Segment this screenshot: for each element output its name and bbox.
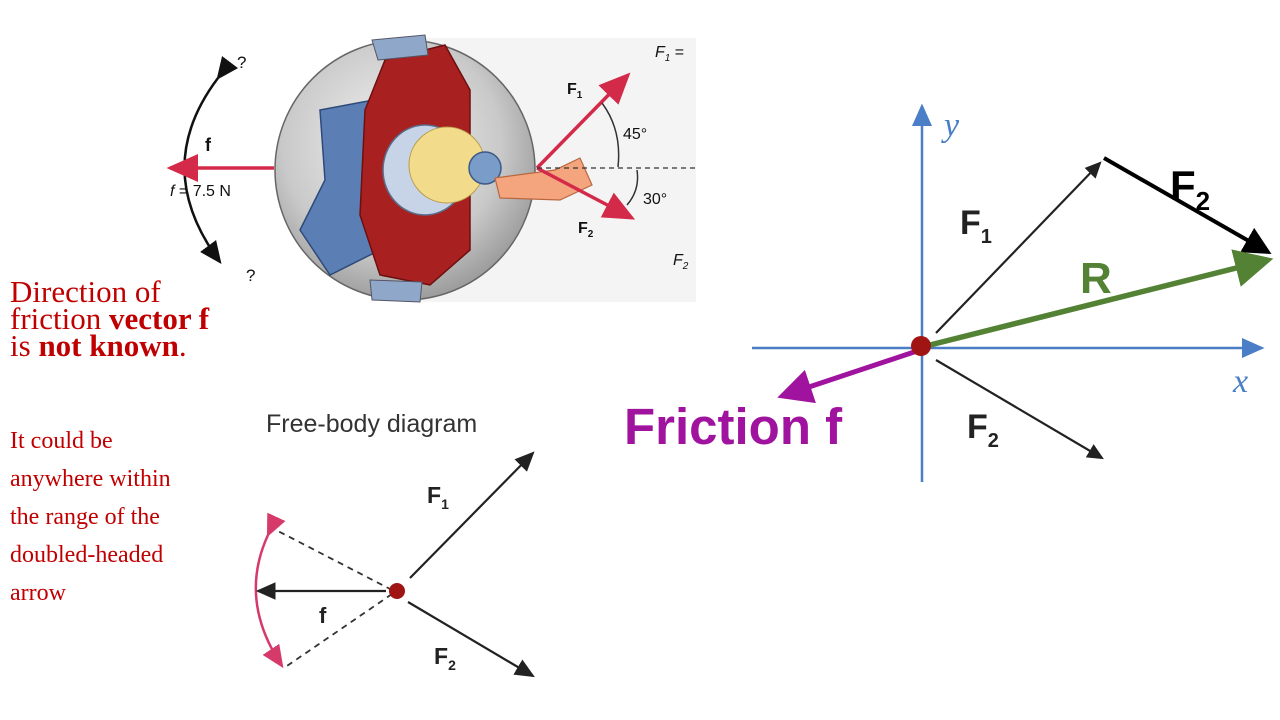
fbd-f-label: f bbox=[319, 603, 327, 628]
eq-f1-sub: 1 bbox=[665, 53, 671, 64]
f-value-rest: = 7.5 N bbox=[174, 183, 230, 200]
vector-f1-label: F1 bbox=[960, 204, 992, 248]
fbd-f2-arrow bbox=[407, 601, 535, 678]
vector-f2-sub: 2 bbox=[988, 430, 999, 452]
photo-f1-label: F1 bbox=[567, 81, 583, 101]
fbd-object-dot bbox=[389, 583, 405, 599]
sub-line-4: doubled-headed bbox=[10, 542, 164, 568]
angle-arc-45 bbox=[601, 102, 620, 168]
sub-line-2: anywhere within bbox=[10, 466, 171, 492]
note-line-2b: vector f bbox=[109, 301, 210, 336]
eq-f2-label: F2 bbox=[673, 252, 689, 272]
sub-line-5: arrow bbox=[10, 580, 66, 606]
f1-arrow bbox=[535, 72, 631, 170]
angle-30-label: 30° bbox=[643, 191, 667, 208]
eq-f2-main: F bbox=[673, 252, 684, 269]
vector-f1-main: F bbox=[960, 204, 981, 242]
vector-f1-sub: 1 bbox=[981, 226, 992, 248]
sub-line-1: It could be bbox=[10, 428, 113, 454]
eq-f1-label: F1 = bbox=[655, 44, 684, 64]
angle-45-label: 45° bbox=[623, 126, 647, 143]
eq-f1-tail: = bbox=[670, 44, 684, 61]
range-explanation-note: It could be anywhere within the range of… bbox=[10, 422, 171, 612]
x-axis-label: x bbox=[1232, 363, 1248, 400]
f-value-italic: f bbox=[170, 183, 176, 200]
question-top: ? bbox=[237, 53, 246, 72]
f2-bold-sub: 2 bbox=[1196, 186, 1210, 216]
note-line-2a: friction bbox=[10, 301, 109, 336]
vector-f2-label: F2 bbox=[967, 408, 999, 452]
y-axis-label: y bbox=[941, 107, 960, 144]
photo-f1-sub: 1 bbox=[577, 90, 583, 101]
f2-arrow bbox=[536, 166, 636, 220]
vector-f2-arrow bbox=[935, 359, 1104, 460]
fbd-range-arc bbox=[254, 512, 286, 669]
photo-f-label: f bbox=[205, 135, 212, 155]
f2-bold-label: F2 bbox=[1170, 162, 1210, 216]
fbd-f1-arrow bbox=[409, 451, 535, 579]
note-line-3c: . bbox=[178, 328, 187, 363]
photo-f-value: f = 7.5 N bbox=[170, 183, 231, 200]
hand-bottom bbox=[369, 279, 423, 303]
hat-pompom bbox=[468, 151, 502, 185]
fbd-f1-main: F bbox=[427, 482, 441, 508]
vector-object-dot bbox=[911, 336, 931, 356]
note-line-3a: is bbox=[10, 328, 39, 363]
fbd-f2-main: F bbox=[434, 643, 448, 669]
eq-f1-main: F bbox=[655, 44, 666, 61]
photo-f1-main: F bbox=[567, 81, 577, 98]
question-bottom: ? bbox=[246, 266, 255, 285]
friction-direction-note: Direction of friction vector f is not kn… bbox=[10, 276, 210, 361]
fbd-f2-label: F2 bbox=[434, 643, 456, 673]
f2-head-to-tail-arrow bbox=[1103, 156, 1272, 254]
angle-arc-30 bbox=[626, 169, 639, 206]
fbd-title: Free-body diagram bbox=[266, 410, 477, 438]
friction-vector-arrow bbox=[777, 347, 921, 404]
vector-f1-arrow bbox=[935, 161, 1102, 334]
friction-label: Friction f bbox=[624, 398, 843, 455]
resultant-label: R bbox=[1080, 254, 1112, 303]
f2-bold-main: F bbox=[1170, 162, 1196, 209]
sub-line-3: the range of the bbox=[10, 504, 160, 530]
photo-f2-sub: 2 bbox=[588, 229, 594, 240]
hand-top bbox=[371, 34, 429, 61]
eq-f2-sub: 2 bbox=[682, 261, 689, 272]
resultant-arrow bbox=[929, 249, 1274, 348]
vector-f2-main: F bbox=[967, 408, 988, 446]
note-line-1: Direction of bbox=[10, 274, 161, 309]
photo-f2-main: F bbox=[578, 220, 588, 237]
fbd-f2-sub: 2 bbox=[448, 657, 456, 673]
note-line-3b: not known bbox=[38, 328, 179, 363]
fbd-f1-sub: 1 bbox=[441, 496, 449, 512]
photo-f2-label: F2 bbox=[578, 220, 594, 240]
fbd-f1-label: F1 bbox=[427, 482, 449, 512]
